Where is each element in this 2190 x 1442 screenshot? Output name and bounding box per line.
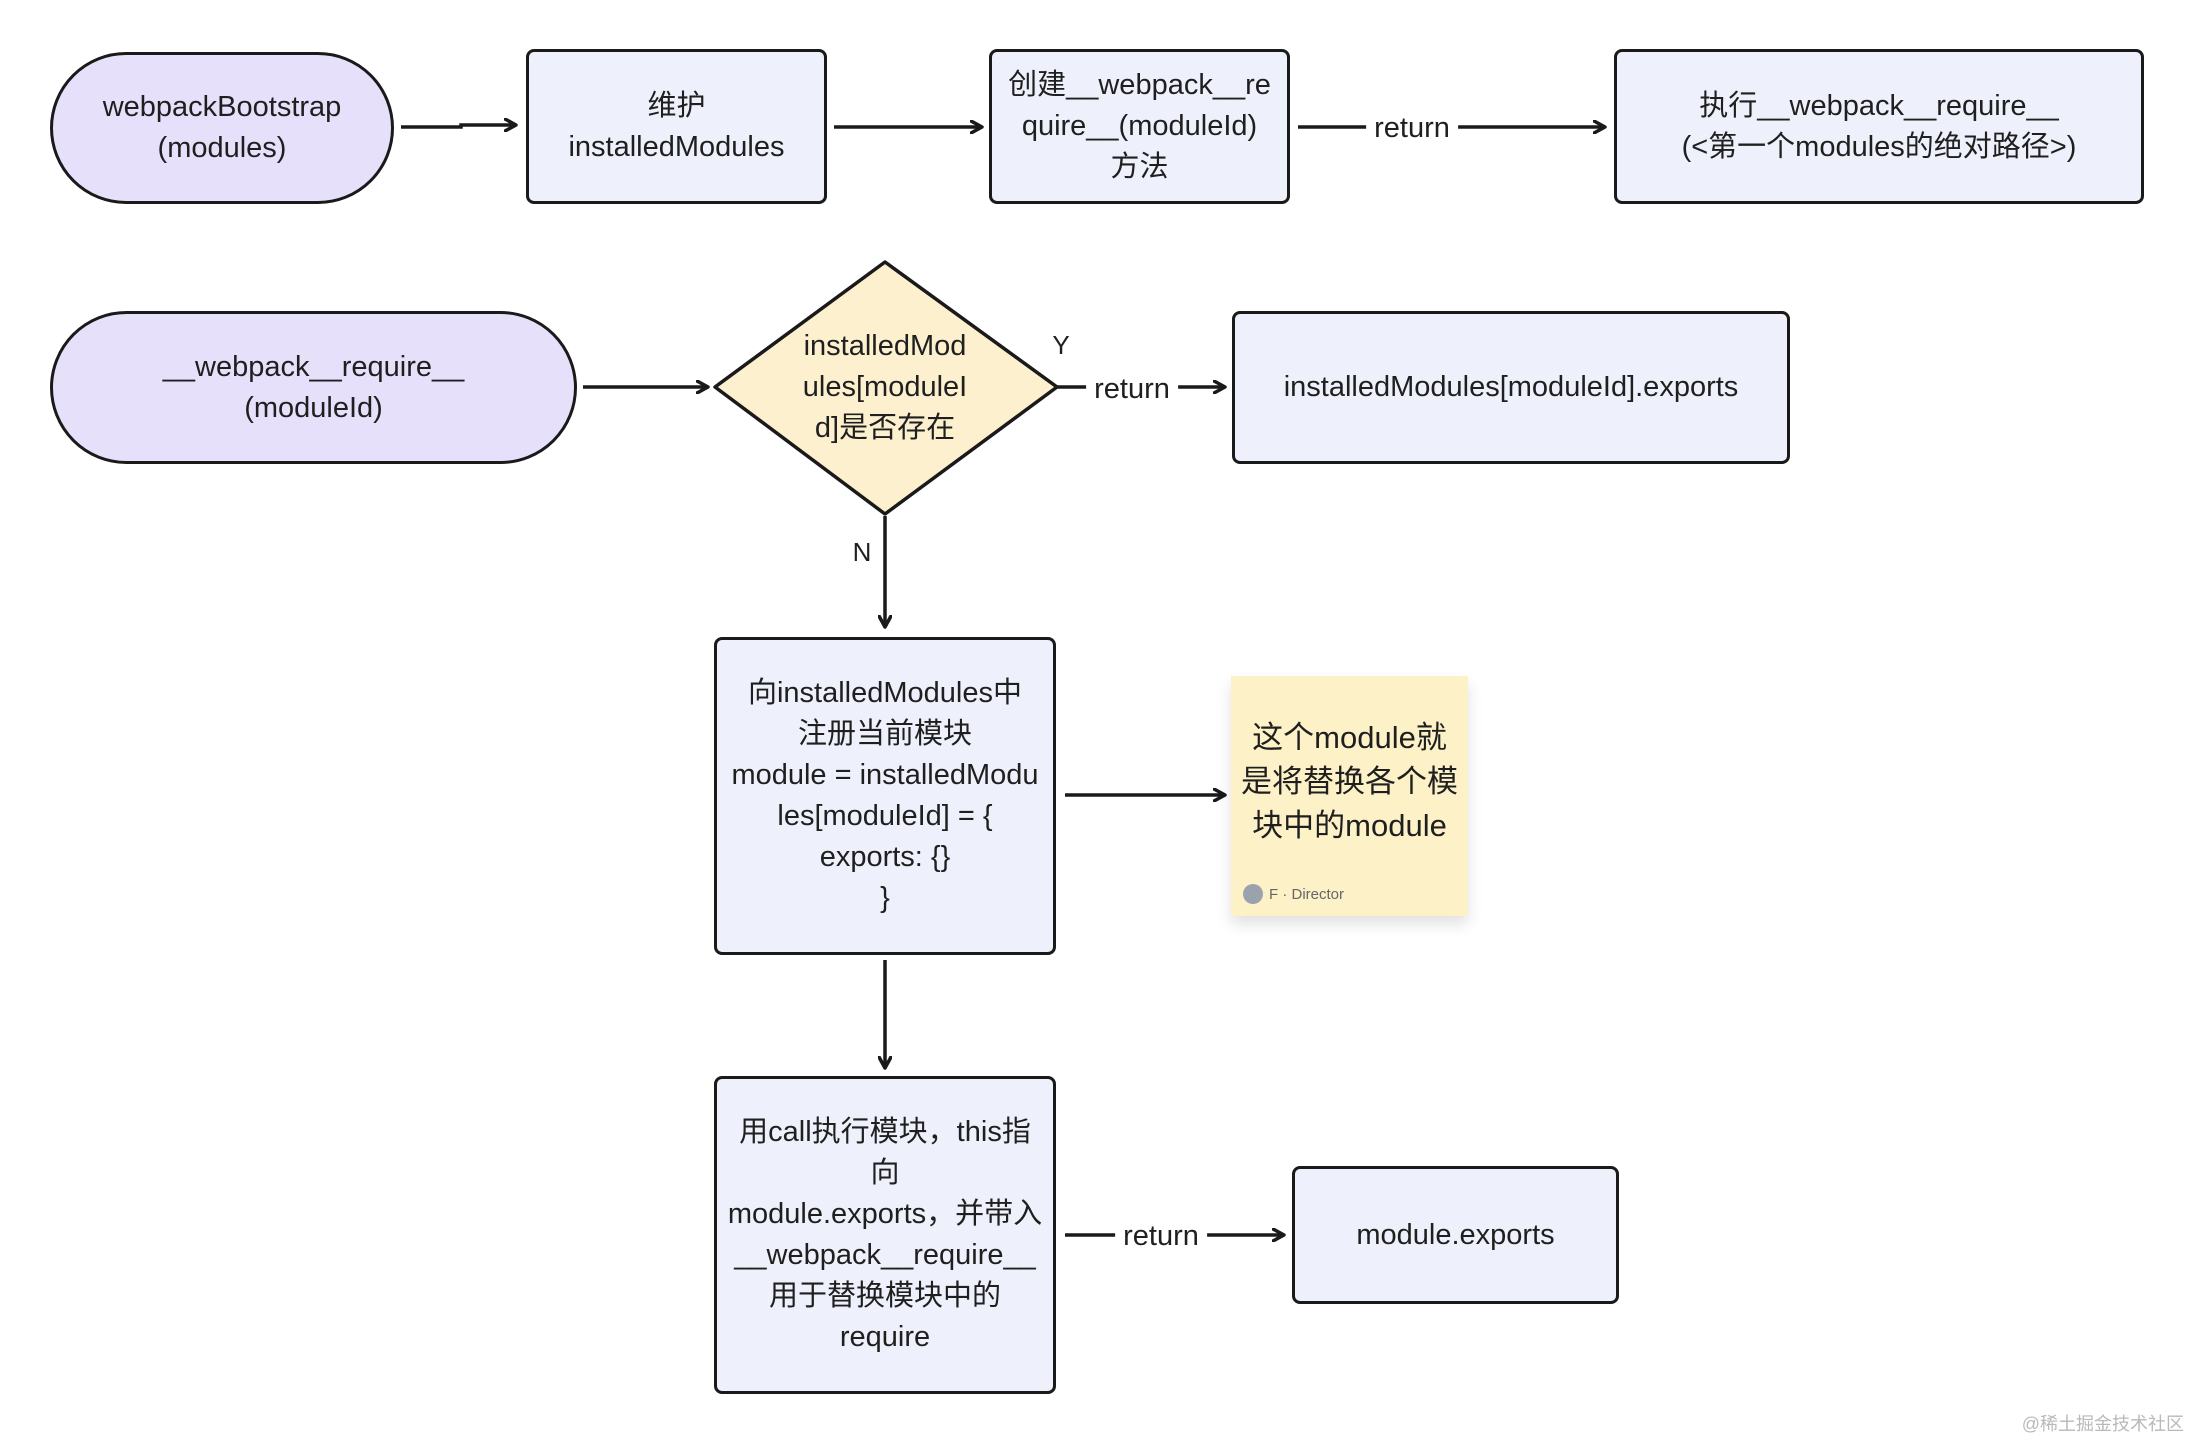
sticky-note-text: 这个module就 是将替换各个模 块中的module — [1241, 720, 1458, 843]
decision-diamond — [713, 260, 1059, 516]
edge-bootstrap-to-maintain — [401, 125, 516, 127]
edge-label-return: return — [1115, 1220, 1207, 1252]
exists-check-label: installedMod ules[moduleI d]是否存在 — [802, 329, 968, 444]
sticky-note: 这个module就 是将替换各个模 块中的module F · Director — [1231, 676, 1468, 916]
node-label: 维护 installedModules — [568, 89, 785, 163]
node-label: 用call执行模块，this指向 module.exports，并带入 __we… — [727, 1116, 1043, 1353]
node-label: 执行__webpack__require__ (<第一个modules的绝对路径… — [1681, 89, 2077, 163]
edge-label-return: return — [1086, 373, 1178, 405]
module-exports-node: module.exports — [1292, 1166, 1619, 1304]
avatar — [1243, 884, 1263, 904]
sticky-note-author: F · Director — [1243, 884, 1344, 904]
maintain-installed-modules-node: 维护 installedModules — [526, 49, 827, 204]
node-label: webpackBootstrap (modules) — [102, 91, 342, 164]
author-label: F · Director — [1269, 885, 1344, 903]
node-label: __webpack__require__ (moduleId) — [162, 350, 465, 424]
create-require-node: 创建__webpack__re quire__(moduleId) 方法 — [989, 49, 1290, 204]
node-label: 向installedModules中 注册当前模块 module = insta… — [731, 677, 1039, 914]
register-module-node: 向installedModules中 注册当前模块 module = insta… — [714, 637, 1056, 955]
watermark: @稀土掘金技术社区 — [2021, 1414, 2184, 1434]
node-label: 创建__webpack__re quire__(moduleId) 方法 — [1008, 69, 1271, 183]
installed-modules-exports-node: installedModules[moduleId].exports — [1232, 311, 1790, 464]
execute-require-node: 执行__webpack__require__ (<第一个modules的绝对路径… — [1614, 49, 2144, 204]
node-label: module.exports — [1356, 1218, 1555, 1251]
call-module-node: 用call执行模块，this指向 module.exports，并带入 __we… — [714, 1076, 1056, 1394]
webpack-require-node: __webpack__require__ (moduleId) — [50, 311, 577, 464]
edge-label-no: N — [852, 537, 872, 567]
edge-label-return: return — [1366, 112, 1458, 144]
webpack-bootstrap-node: webpackBootstrap (modules) — [50, 52, 394, 204]
edge-label-yes: Y — [1052, 330, 1070, 360]
node-label: installedModules[moduleId].exports — [1283, 371, 1739, 403]
